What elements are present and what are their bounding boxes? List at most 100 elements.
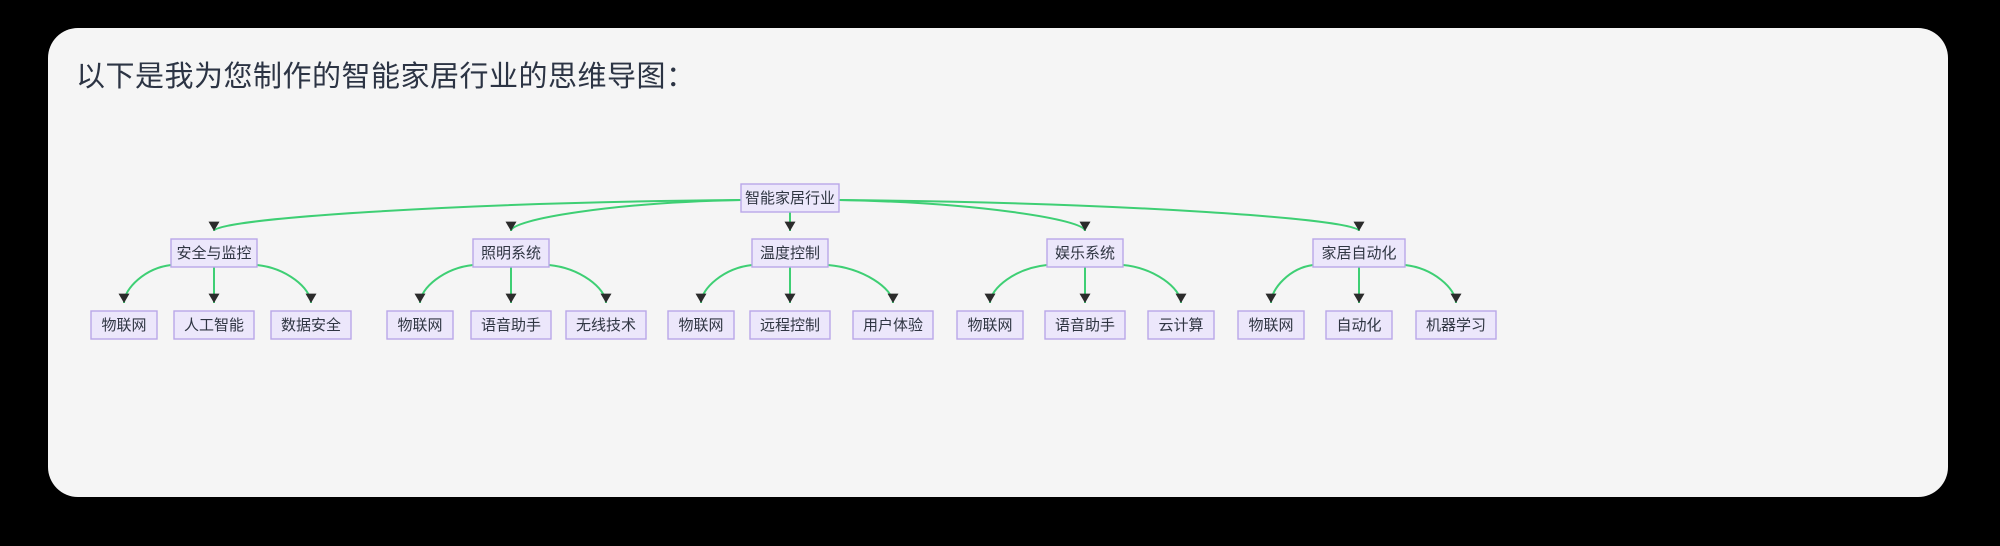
node-label: 照明系统 [481, 245, 541, 262]
node-label: 智能家居行业 [745, 189, 835, 207]
node-box [667, 310, 735, 340]
node-label: 家居自动化 [1321, 245, 1396, 262]
node-box [749, 310, 831, 340]
node-box [852, 310, 934, 340]
node-label: 物联网 [101, 317, 146, 334]
node-box [90, 310, 158, 340]
edge-branch-2-to-leaf-2-1 [419, 264, 474, 304]
mindmap-node-leaf-4-3[interactable]: 云计算 [1147, 310, 1215, 340]
edge-root-to-branch-2 [510, 199, 742, 232]
edge-arrowhead [305, 293, 317, 303]
node-box [956, 310, 1024, 340]
node-label: 自动化 [1336, 317, 1381, 334]
node-label: 数据安全 [281, 316, 341, 334]
edge-arrowhead [208, 221, 220, 231]
mindmap-node-leaf-3-1[interactable]: 物联网 [667, 310, 735, 340]
mindmap-node-leaf-3-3[interactable]: 用户体验 [852, 310, 934, 340]
mindmap-node-leaf-2-2[interactable]: 语音助手 [470, 310, 552, 340]
edge-branch-1-to-leaf-1-1 [123, 264, 172, 304]
mindmap-node-leaf-1-1[interactable]: 物联网 [90, 310, 158, 340]
mindmap-node-leaf-5-1[interactable]: 物联网 [1237, 310, 1305, 340]
mindmap-node-root[interactable]: 智能家居行业 [740, 183, 840, 213]
mindmap-node-leaf-1-2[interactable]: 人工智能 [173, 310, 255, 340]
node-box [470, 310, 552, 340]
edge-branch-5-to-leaf-5-1 [1270, 264, 1314, 304]
node-box [170, 238, 258, 268]
edge-arrowhead [505, 293, 517, 303]
mindmap-node-branch-3[interactable]: 温度控制 [751, 238, 829, 268]
node-box [472, 238, 550, 268]
node-label: 远程控制 [760, 317, 820, 334]
edge-branch-5-to-leaf-5-3 [1404, 264, 1457, 304]
edge-arrowhead [505, 221, 517, 231]
node-label: 用户体验 [863, 317, 923, 334]
node-label: 安全与监控 [176, 244, 251, 262]
mindmap-node-leaf-3-2[interactable]: 远程控制 [749, 310, 831, 340]
mindmap-edges [118, 199, 1462, 304]
response-card: 以下是我为您制作的智能家居行业的思维导图： 智能家居行业安全与监控物联网 人工智能… [48, 28, 1948, 497]
node-box [565, 310, 647, 340]
edge-arrowhead [984, 293, 996, 303]
edge-branch-2-to-leaf-2-3 [548, 264, 607, 304]
mindmap-node-leaf-2-1[interactable]: 物联网 [386, 310, 454, 340]
node-box [740, 183, 840, 213]
edge-root-to-branch-4 [838, 199, 1086, 232]
node-box [1325, 310, 1393, 340]
node-label: 娱乐系统 [1055, 245, 1115, 262]
edge-branch-4-to-leaf-4-1 [989, 264, 1048, 304]
node-label: 物联网 [678, 317, 723, 334]
edge-arrowhead [1079, 293, 1091, 303]
mindmap-node-branch-5[interactable]: 家居自动化 [1312, 238, 1406, 268]
edge-branch-3-to-leaf-3-3 [827, 264, 894, 304]
mindmap-node-leaf-5-2[interactable]: 自动化 [1325, 310, 1393, 340]
edge-arrowhead [1450, 293, 1462, 303]
edge-arrowhead [887, 293, 899, 303]
edge-arrowhead [1353, 293, 1365, 303]
node-box [1046, 238, 1124, 268]
mindmap-node-leaf-4-1[interactable]: 物联网 [956, 310, 1024, 340]
node-label: 物联网 [967, 317, 1012, 334]
node-box [1312, 238, 1406, 268]
mindmap-node-leaf-5-3[interactable]: 机器学习 [1415, 310, 1497, 340]
node-label: 温度控制 [760, 245, 820, 262]
node-label: 无线技术 [576, 317, 636, 334]
node-box [173, 310, 255, 340]
edge-arrowhead [1353, 221, 1365, 231]
edge-root-to-branch-5 [838, 199, 1360, 232]
mindmap-node-branch-1[interactable]: 安全与监控 [170, 238, 258, 268]
node-box [386, 310, 454, 340]
edge-arrowhead [600, 293, 612, 303]
edge-branch-1-to-leaf-1-3 [256, 264, 312, 304]
edge-arrowhead [118, 293, 130, 303]
edge-arrowhead [784, 221, 796, 231]
edge-arrowhead [1079, 221, 1091, 231]
node-box [1044, 310, 1126, 340]
page-title: 以下是我为您制作的智能家居行业的思维导图： [76, 61, 696, 93]
mindmap-node-leaf-1-3[interactable]: 数据安全 [270, 310, 352, 340]
node-label: 物联网 [1248, 317, 1293, 334]
edge-arrowhead [1175, 293, 1187, 303]
edge-branch-4-to-leaf-4-3 [1122, 264, 1182, 304]
mindmap-node-branch-2[interactable]: 照明系统 [472, 238, 550, 268]
node-label: 语音助手 [481, 317, 541, 334]
edge-arrowhead [784, 293, 796, 303]
node-box [1147, 310, 1215, 340]
edge-arrowhead [208, 293, 220, 303]
node-label: 物联网 [397, 317, 442, 334]
edge-arrowhead [1265, 293, 1277, 303]
node-box [270, 310, 352, 340]
mindmap-node-branch-4[interactable]: 娱乐系统 [1046, 238, 1124, 268]
edge-branch-3-to-leaf-3-1 [700, 264, 753, 304]
edge-root-to-branch-1 [213, 199, 742, 232]
mindmap-node-leaf-4-2[interactable]: 语音助手 [1044, 310, 1126, 340]
mindmap-node-leaf-2-3[interactable]: 无线技术 [565, 310, 647, 340]
edge-arrowhead [414, 293, 426, 303]
node-label: 机器学习 [1426, 317, 1486, 334]
node-box [1237, 310, 1305, 340]
edge-arrowhead [695, 293, 707, 303]
node-label: 云计算 [1158, 316, 1203, 334]
node-label: 语音助手 [1055, 317, 1115, 334]
